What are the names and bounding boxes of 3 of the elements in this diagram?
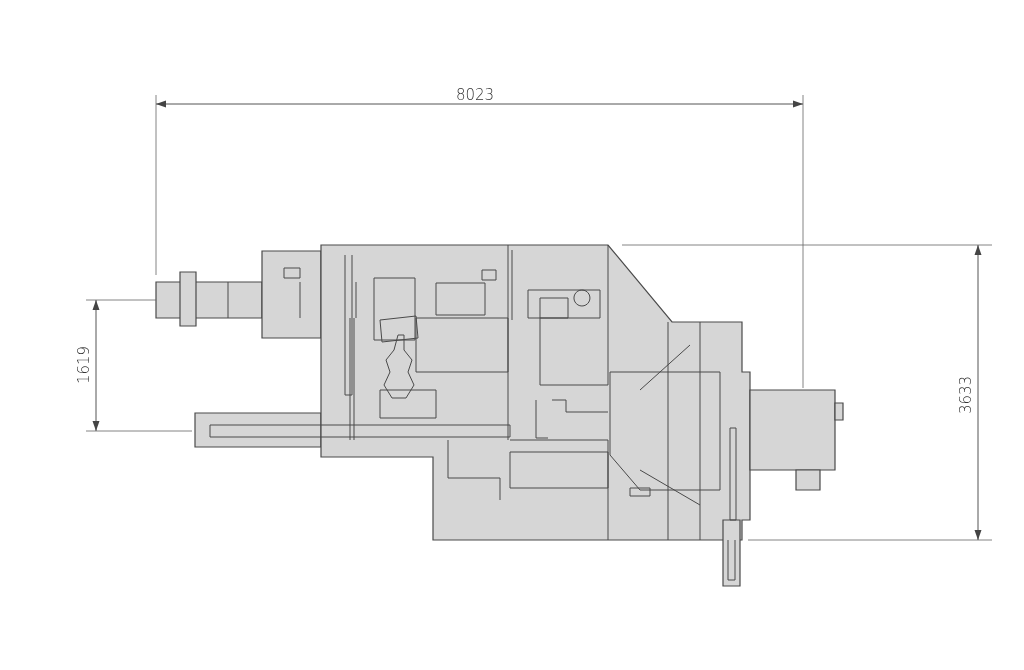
dimension-label: 8023 (455, 87, 495, 103)
dimension-label: 3633 (958, 375, 974, 415)
dimension-label: 1619 (76, 345, 92, 385)
